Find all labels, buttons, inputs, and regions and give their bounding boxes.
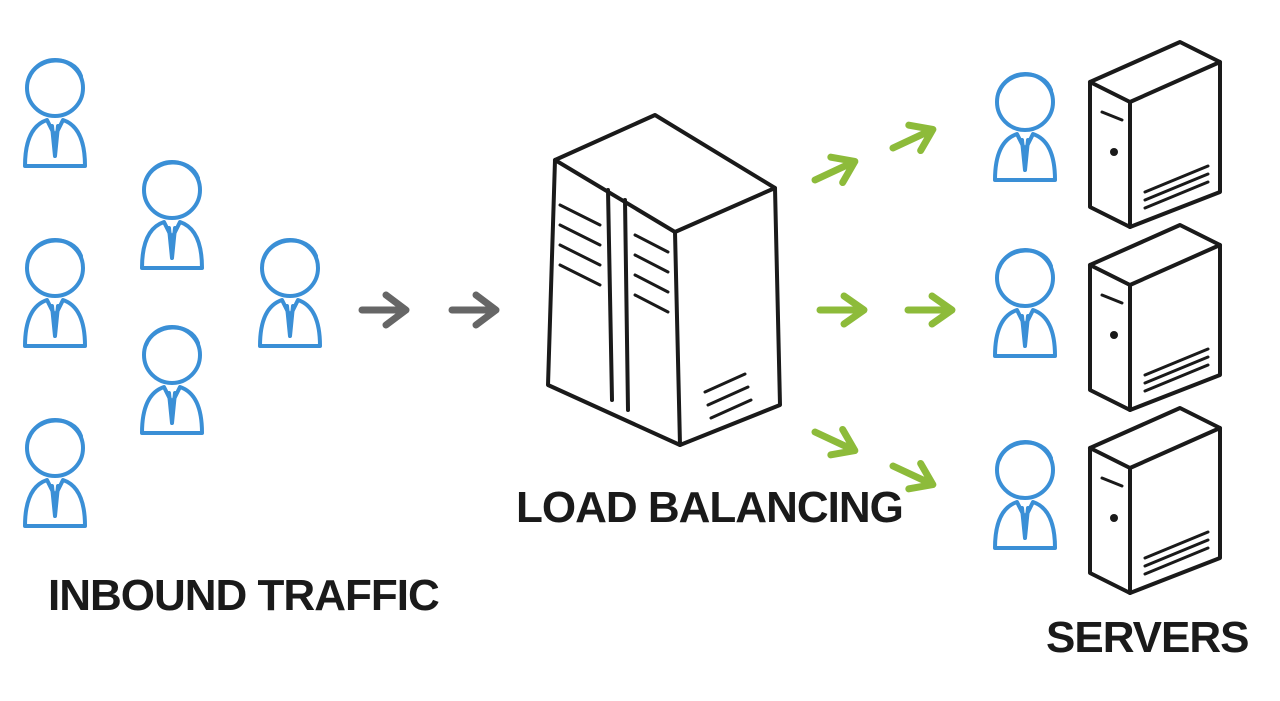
arrow-right-icon bbox=[452, 295, 496, 325]
servers-label: SERVERS bbox=[1046, 613, 1249, 662]
arrow-right-icon bbox=[362, 295, 406, 325]
user-icon bbox=[993, 72, 1057, 182]
inbound-traffic-label: INBOUND TRAFFIC bbox=[48, 571, 439, 620]
inbound-users bbox=[23, 58, 322, 528]
server-group-2 bbox=[993, 223, 1222, 412]
arrow-right-icon bbox=[820, 296, 864, 324]
server-tower-icon bbox=[1088, 406, 1222, 595]
server-group-1 bbox=[993, 40, 1222, 229]
user-icon bbox=[993, 440, 1057, 550]
server-group-3 bbox=[993, 406, 1222, 595]
user-icon bbox=[140, 160, 204, 270]
user-icon bbox=[23, 418, 87, 528]
user-icon bbox=[258, 238, 322, 348]
arrow-right-icon bbox=[809, 149, 861, 193]
user-icon bbox=[23, 58, 87, 168]
arrow-right-icon bbox=[908, 296, 952, 324]
outbound-arrows bbox=[809, 117, 952, 498]
load-balancing-label: LOAD BALANCING bbox=[516, 483, 903, 532]
load-balancer-icon bbox=[546, 113, 782, 447]
user-icon bbox=[140, 325, 204, 435]
server-tower-icon bbox=[1088, 40, 1222, 229]
server-tower-icon bbox=[1088, 223, 1222, 412]
arrow-right-icon bbox=[887, 117, 939, 161]
arrow-right-icon bbox=[809, 419, 861, 463]
user-icon bbox=[993, 248, 1057, 358]
user-icon bbox=[23, 238, 87, 348]
